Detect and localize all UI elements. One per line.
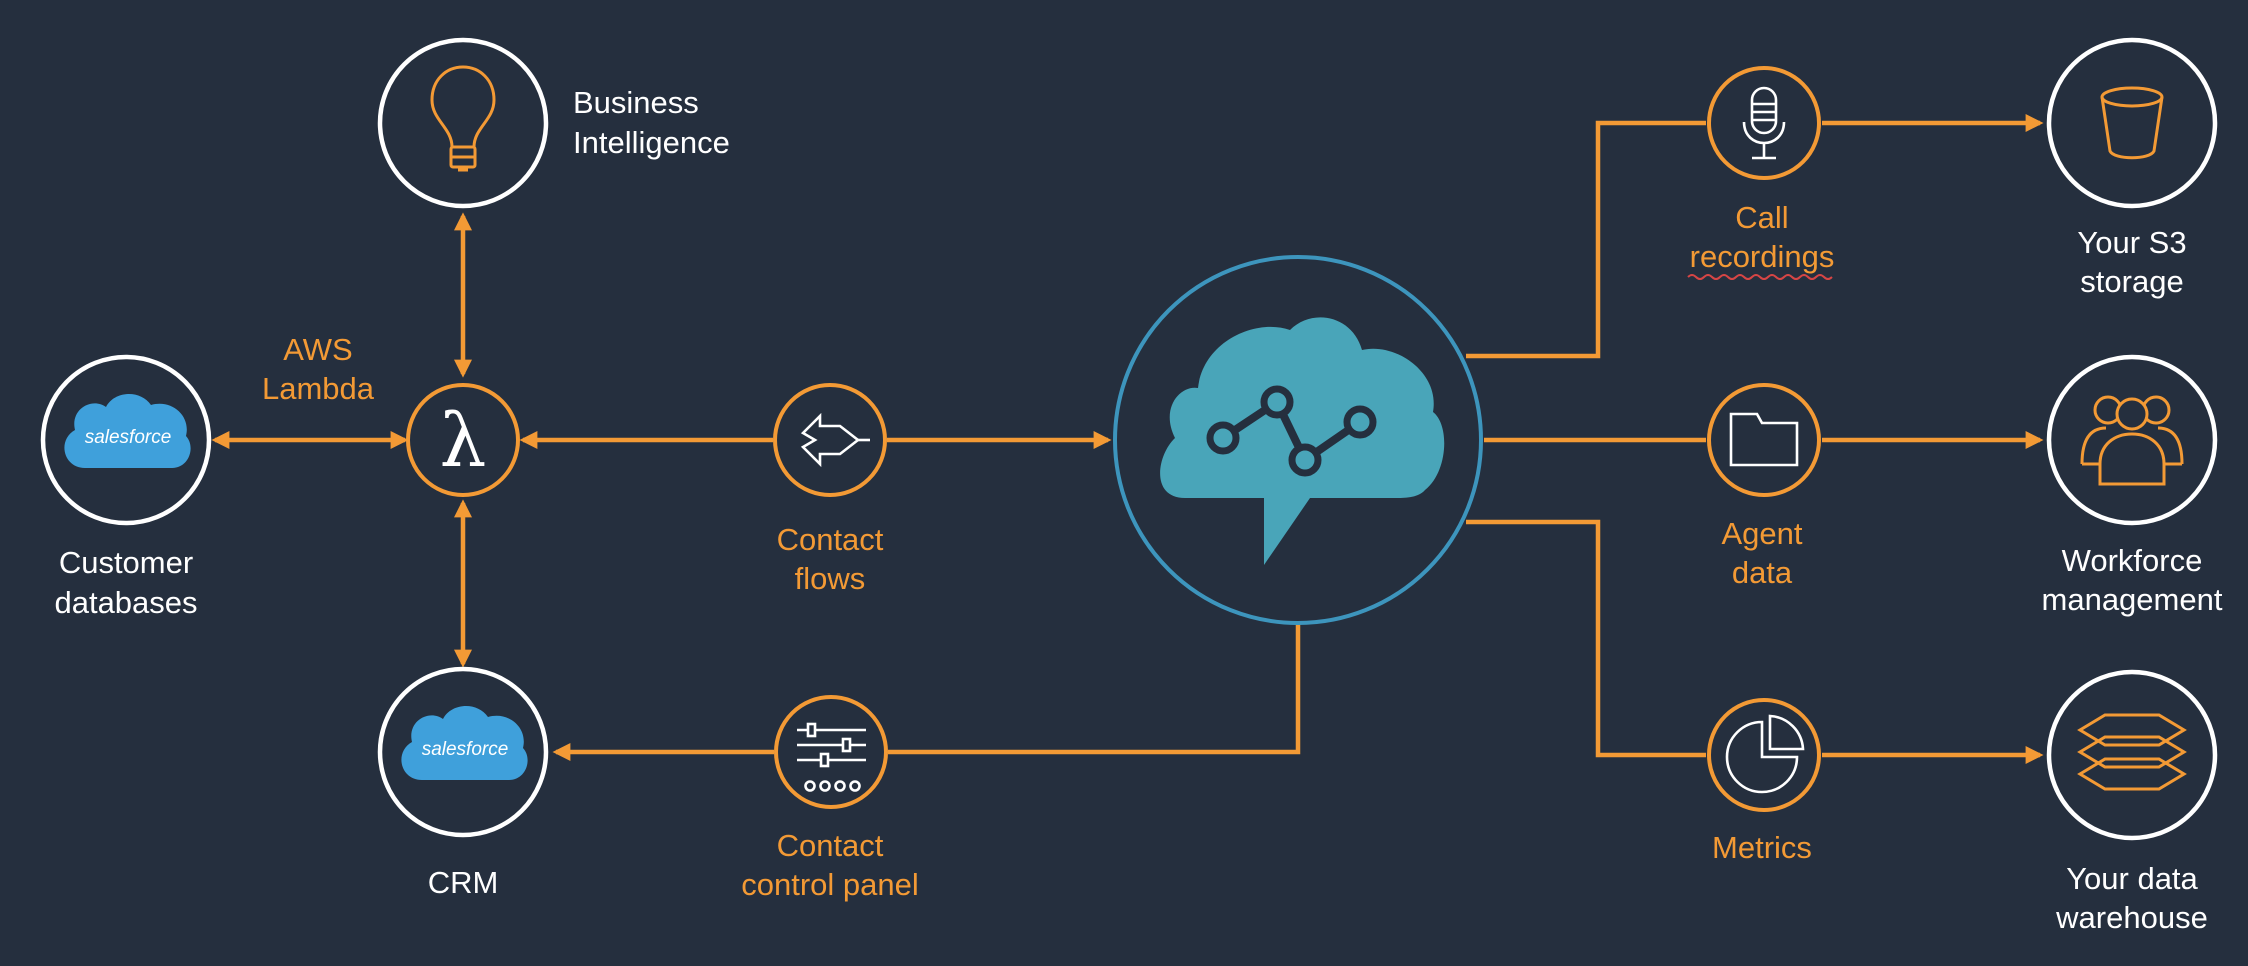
node-ring xyxy=(1707,383,1821,497)
label-line: Agent xyxy=(1721,516,1802,551)
label-line: recordings xyxy=(1690,239,1835,274)
lightbulb-icon xyxy=(430,65,496,172)
label-line: databases xyxy=(54,585,197,620)
salesforce-logo-text: salesforce xyxy=(85,427,172,448)
label-line: management xyxy=(2042,582,2223,617)
node-business-intelligence[interactable]: Business Intelligence xyxy=(377,37,730,209)
users-group-icon xyxy=(2080,395,2184,486)
node-ring xyxy=(1707,66,1821,180)
node-ring xyxy=(377,37,549,209)
salesforce-icon: salesforce xyxy=(401,705,528,780)
node-workforce-management[interactable]: Workforce management xyxy=(2042,354,2223,617)
label-line: CRM xyxy=(428,865,499,900)
label-line: Metrics xyxy=(1712,830,1812,865)
node-ring xyxy=(774,695,888,809)
node-ring xyxy=(2046,669,2218,841)
split-arrows-icon xyxy=(800,412,870,468)
node-s3-storage[interactable]: Your S3 storage xyxy=(2046,37,2218,299)
label-line: AWS xyxy=(283,332,352,367)
bucket-icon xyxy=(2100,86,2164,160)
label-line: Lambda xyxy=(262,371,375,406)
sliders-panel-icon xyxy=(797,722,866,792)
label-line: Contact xyxy=(777,828,884,863)
label-line: Customer xyxy=(59,545,193,580)
connectors xyxy=(211,114,2044,764)
node-customer-databases[interactable]: salesforce Customer databases xyxy=(40,354,212,620)
connector-hub-metrics xyxy=(1466,519,1706,758)
label-line: Contact xyxy=(777,522,884,557)
node-call-recordings[interactable]: Call recordings xyxy=(1687,66,1835,280)
label-line: control panel xyxy=(741,867,919,902)
lambda-icon: λ xyxy=(440,398,487,484)
label-line: Intelligence xyxy=(573,125,730,160)
connector-hub-control-panel xyxy=(888,624,1301,755)
label-line: Your data xyxy=(2066,861,2198,896)
connector-hub-call-recordings xyxy=(1466,120,1706,359)
node-ring xyxy=(1707,698,1821,812)
node-ring xyxy=(2046,37,2218,209)
label-line: warehouse xyxy=(2055,900,2208,935)
label-line: Your S3 xyxy=(2077,225,2186,260)
label-line: Workforce xyxy=(2062,543,2203,578)
folder-icon xyxy=(1729,412,1799,467)
node-crm[interactable]: salesforce CRM xyxy=(377,666,549,900)
pie-chart-icon xyxy=(1725,714,1805,794)
node-metrics[interactable]: Metrics xyxy=(1707,698,1821,865)
node-contact-flows[interactable]: Contact flows xyxy=(773,383,887,596)
label-line: flows xyxy=(795,561,866,596)
salesforce-logo-text: salesforce xyxy=(422,739,509,760)
node-ring xyxy=(773,383,887,497)
salesforce-icon: salesforce xyxy=(64,393,191,468)
label-line: storage xyxy=(2080,264,2183,299)
stacked-layers-icon xyxy=(2077,713,2187,791)
label-line: Business xyxy=(573,85,699,120)
hub-node xyxy=(1113,255,1483,625)
node-aws-lambda[interactable]: λ AWS Lambda xyxy=(262,332,520,497)
contact-center-cloud-icon xyxy=(1160,317,1445,565)
node-agent-data[interactable]: Agent data xyxy=(1707,383,1821,590)
microphone-icon xyxy=(1742,86,1786,160)
node-data-warehouse[interactable]: Your data warehouse xyxy=(2046,669,2218,935)
node-ring xyxy=(406,383,520,497)
node-contact-control-panel[interactable]: Contact control panel xyxy=(741,695,919,902)
label-line: data xyxy=(1732,555,1793,590)
spellcheck-underline xyxy=(1687,274,1833,280)
label-line: Call xyxy=(1735,200,1788,235)
